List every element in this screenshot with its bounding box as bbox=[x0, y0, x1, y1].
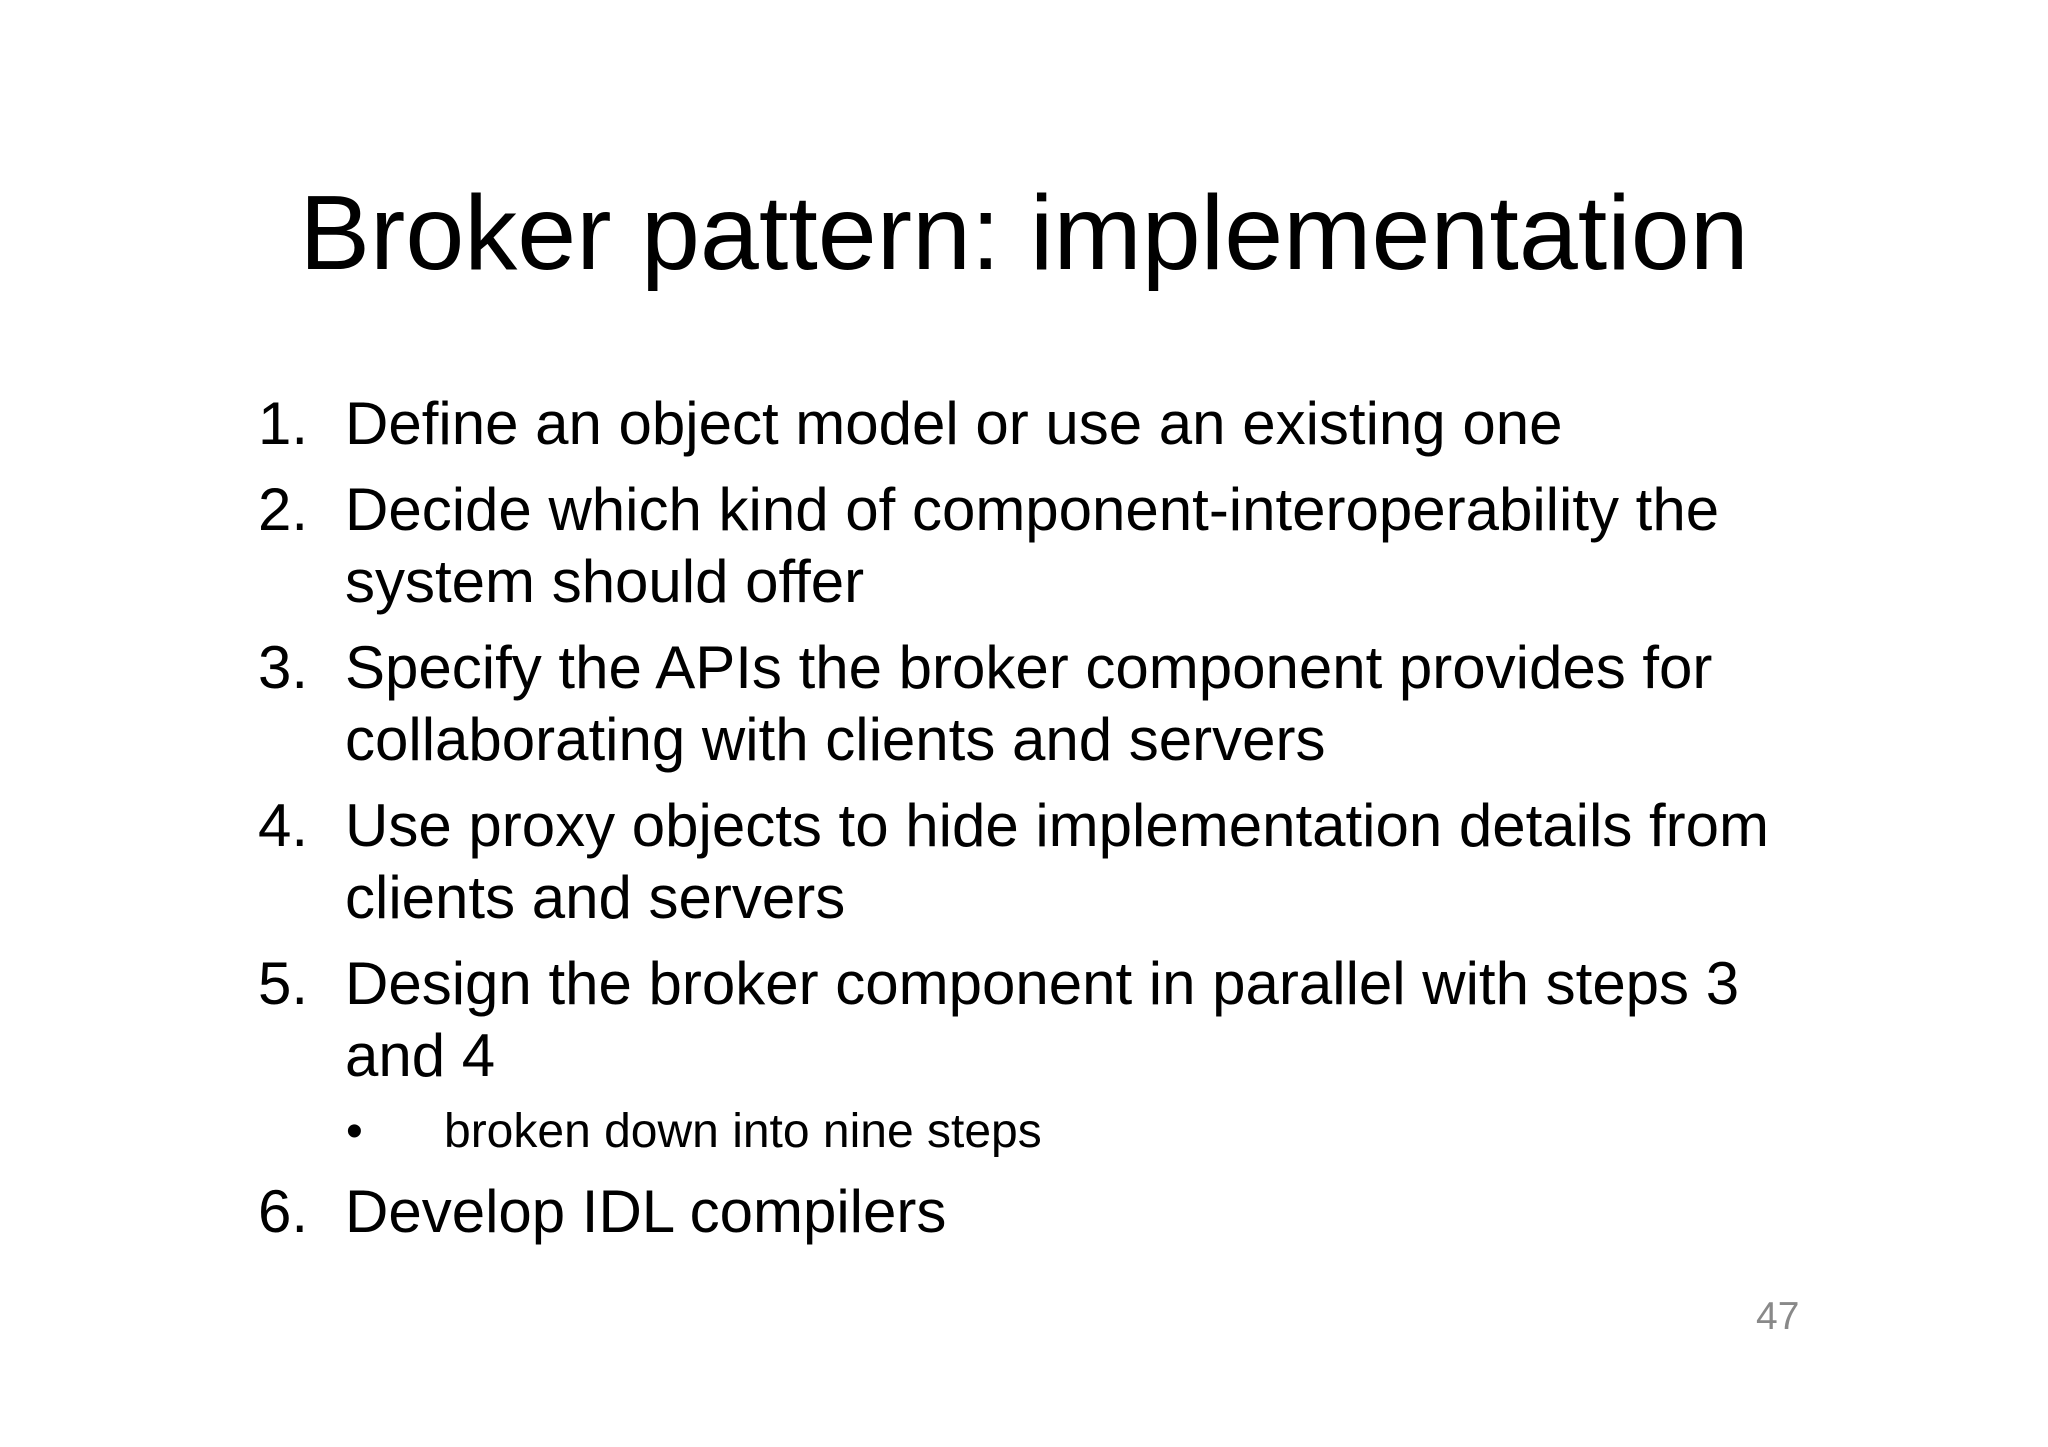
page-number: 47 bbox=[1756, 1295, 1800, 1338]
item-text: Decide which kind of component-interoper… bbox=[345, 476, 1720, 615]
list-item-row: 6. Develop IDL compilers bbox=[258, 1176, 1808, 1248]
list-item-row: 3. Specify the APIs the broker component… bbox=[258, 632, 1808, 776]
numbered-list: 1. Define an object model or use an exis… bbox=[258, 388, 1808, 1262]
item-text: Specify the APIs the broker component pr… bbox=[345, 634, 1713, 773]
list-item-row: 4. Use proxy objects to hide implementat… bbox=[258, 790, 1808, 934]
list-item: 2. Decide which kind of component-intero… bbox=[258, 474, 1808, 618]
list-item-row: 1. Define an object model or use an exis… bbox=[258, 388, 1808, 460]
list-item: 3. Specify the APIs the broker component… bbox=[258, 632, 1808, 776]
list-item: 6. Develop IDL compilers bbox=[258, 1176, 1808, 1248]
item-number: 2. bbox=[258, 476, 309, 543]
list-item: 4. Use proxy objects to hide implementat… bbox=[258, 790, 1808, 934]
slide-title: Broker pattern: implementation bbox=[299, 174, 1749, 292]
list-item-row: 5. Design the broker component in parall… bbox=[258, 948, 1808, 1092]
sub-list-item: • broken down into nine steps bbox=[258, 1102, 1808, 1162]
item-number: 1. bbox=[258, 390, 309, 457]
item-text: Define an object model or use an existin… bbox=[345, 390, 1563, 457]
item-number: 5. bbox=[258, 950, 309, 1017]
item-text: Develop IDL compilers bbox=[345, 1178, 947, 1245]
list-item: 1. Define an object model or use an exis… bbox=[258, 388, 1808, 460]
item-number: 3. bbox=[258, 634, 309, 701]
item-text: Use proxy objects to hide implementation… bbox=[345, 792, 1770, 931]
list-item: 5. Design the broker component in parall… bbox=[258, 948, 1808, 1162]
item-number: 6. bbox=[258, 1178, 309, 1245]
bullet-marker: • bbox=[346, 1105, 363, 1158]
item-text: Design the broker component in parallel … bbox=[345, 950, 1740, 1089]
list-item-row: 2. Decide which kind of component-intero… bbox=[258, 474, 1808, 618]
item-number: 4. bbox=[258, 792, 309, 859]
sub-item-text: broken down into nine steps bbox=[444, 1105, 1042, 1158]
